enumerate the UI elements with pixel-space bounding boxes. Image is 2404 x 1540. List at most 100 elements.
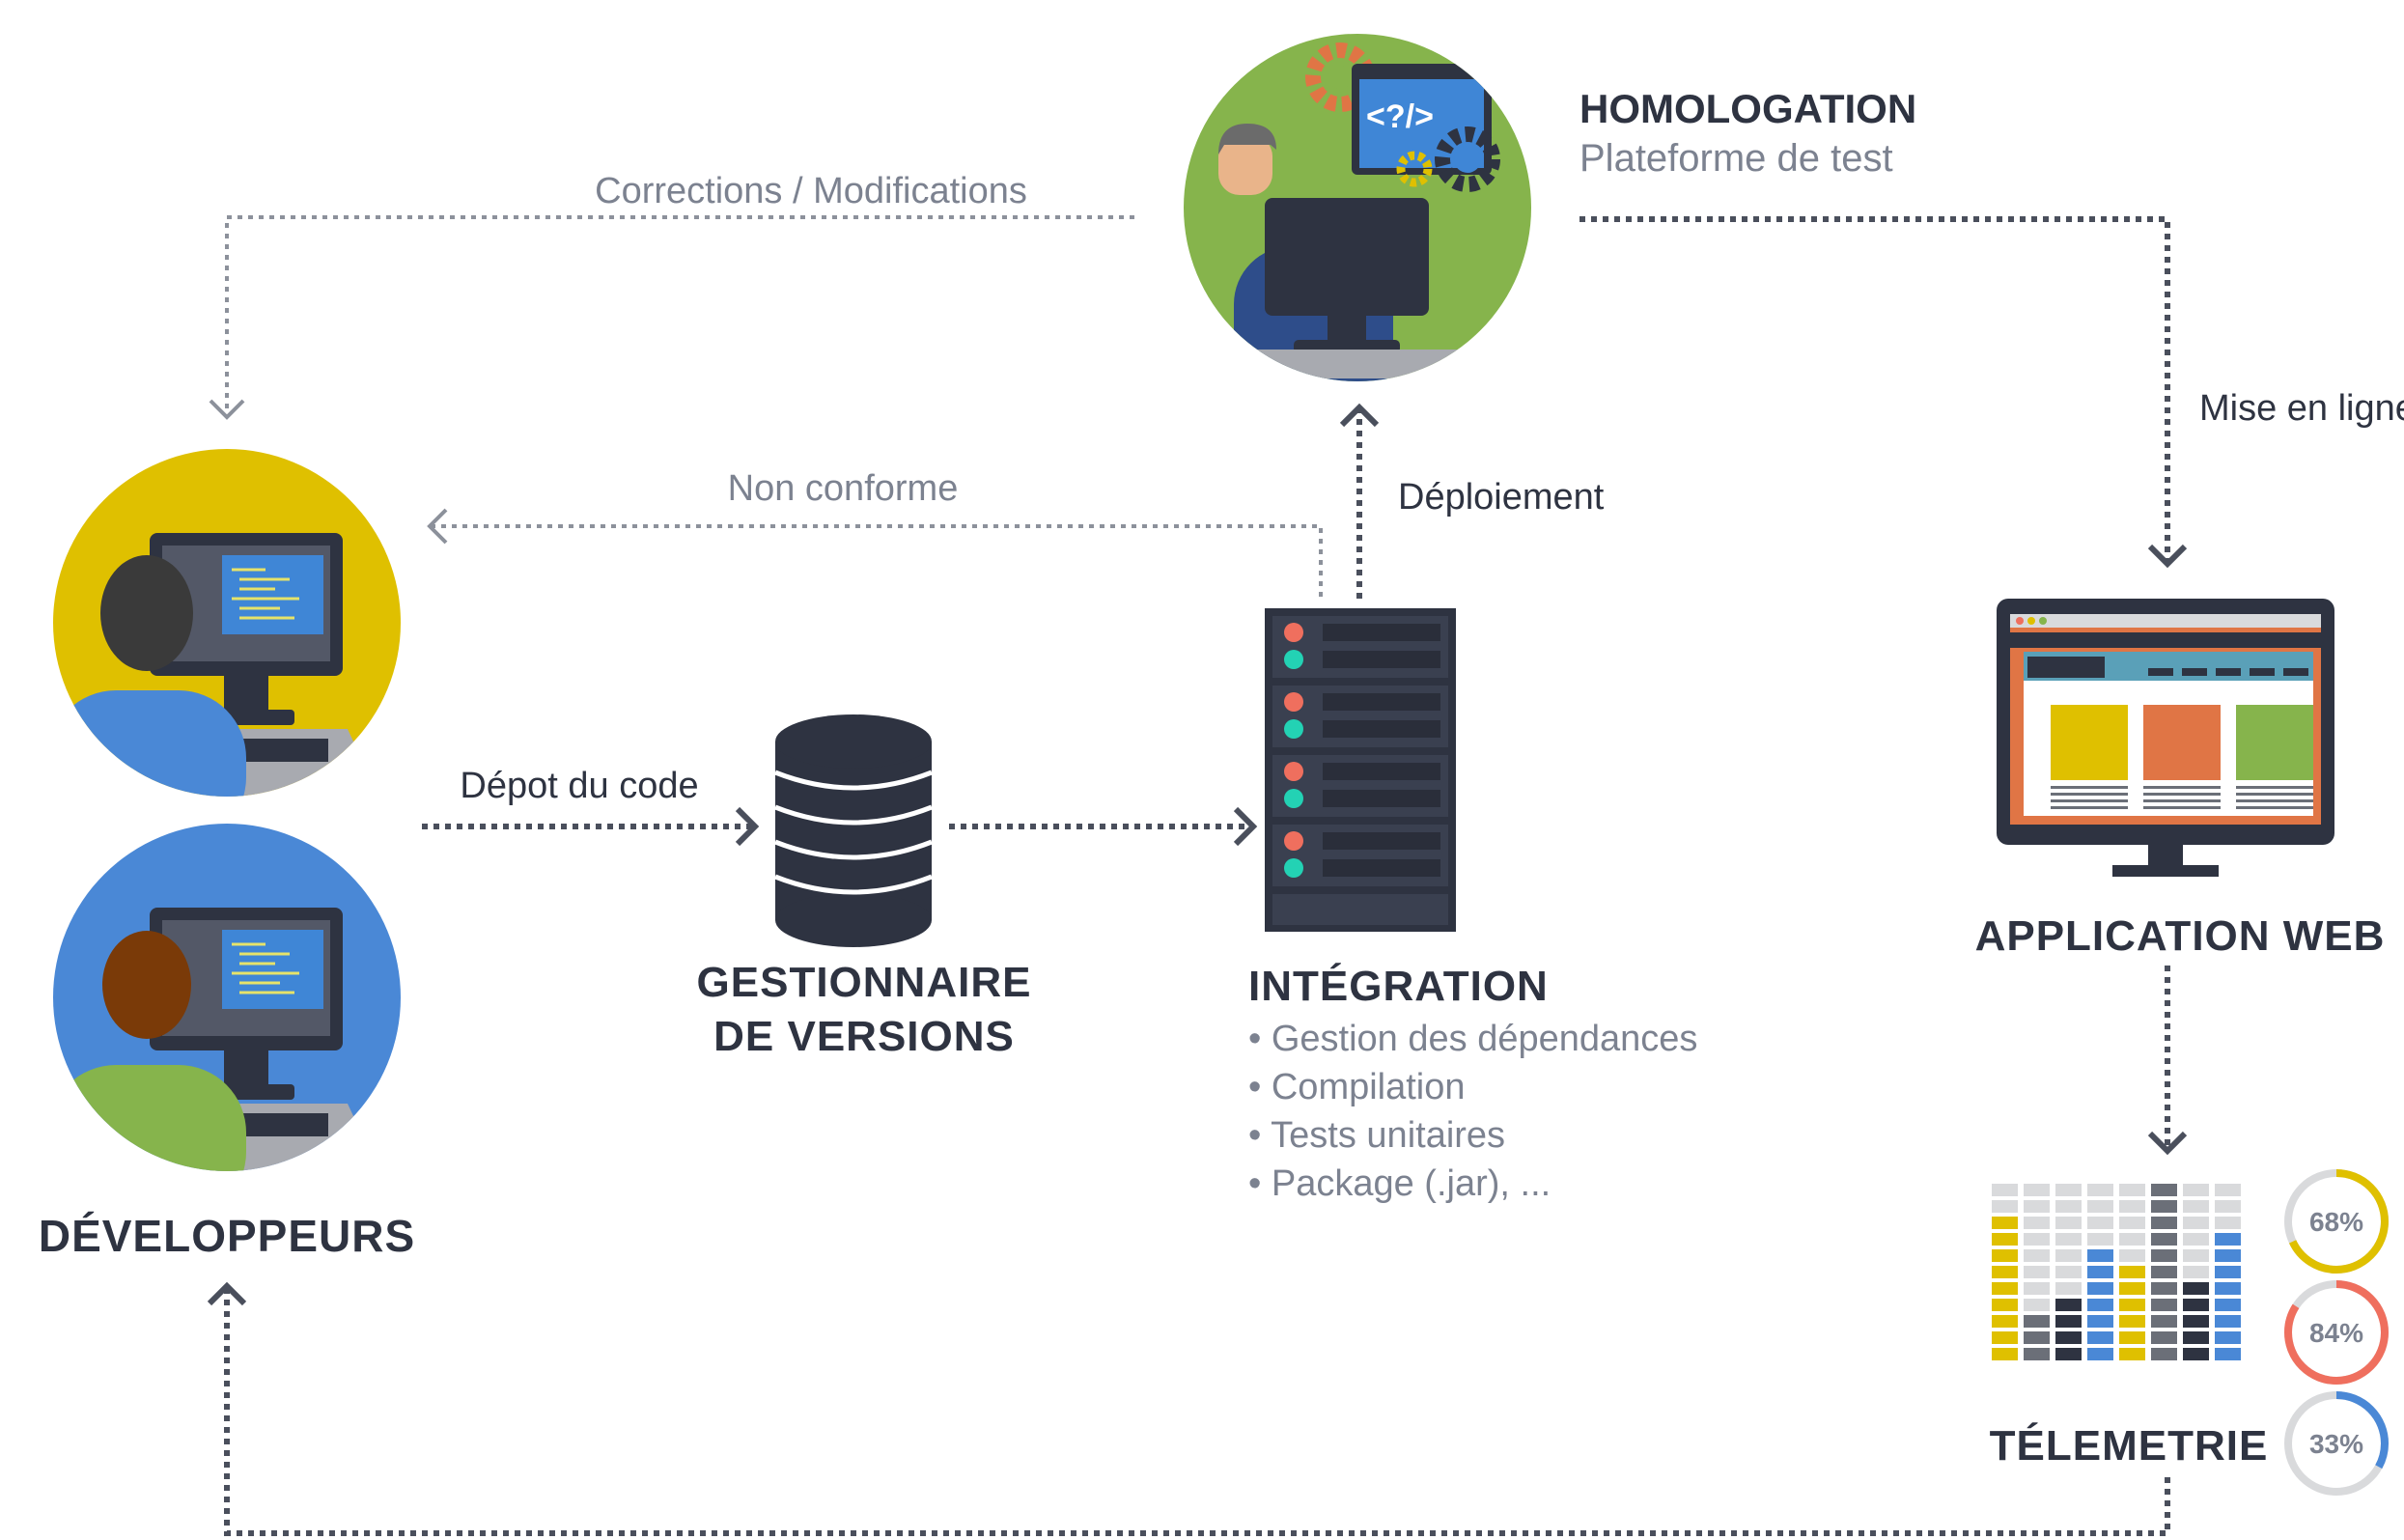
homologation-title: HOMOLOGATION bbox=[1579, 86, 1916, 131]
telemetry-cell bbox=[2087, 1315, 2113, 1328]
telemetry-cell bbox=[2055, 1315, 2082, 1328]
telemetry-cell bbox=[2151, 1299, 2177, 1311]
telemetry-cell bbox=[2183, 1299, 2209, 1311]
telemetry-cell bbox=[2119, 1184, 2145, 1196]
gauge-label: 84% bbox=[2309, 1318, 2363, 1348]
telemetry-cell bbox=[2024, 1299, 2050, 1311]
gauge-arc bbox=[2284, 1280, 2389, 1385]
telemetry-cell bbox=[1992, 1315, 2018, 1328]
telemetry-cell bbox=[1992, 1200, 2018, 1213]
telemetry-cell bbox=[2087, 1348, 2113, 1360]
edge-versions-integration bbox=[949, 806, 1258, 847]
telemetry-cell bbox=[2087, 1282, 2113, 1295]
telemetry-cell bbox=[2183, 1331, 2209, 1344]
edge-label-mise-en-ligne: Mise en ligne bbox=[2199, 388, 2404, 429]
telemetry-cell bbox=[2215, 1315, 2241, 1328]
telemetry-cell bbox=[2024, 1217, 2050, 1229]
telemetry-cell bbox=[2087, 1184, 2113, 1196]
telemetry-cell bbox=[2151, 1315, 2177, 1328]
telemetry-cell bbox=[2151, 1348, 2177, 1360]
telemetry-gauges: 68% 84% 33% bbox=[2284, 1169, 2389, 1496]
code-tag: <?/> bbox=[1366, 98, 1434, 135]
homologation-avatar: <?/> bbox=[1184, 34, 1531, 381]
edge-label-non-conforme: Non conforme bbox=[728, 468, 959, 509]
edge-webapp-telemetrie bbox=[2147, 966, 2188, 1156]
telemetry-cell bbox=[2024, 1331, 2050, 1344]
gauge-arc bbox=[2284, 1169, 2389, 1274]
versions-title-1: GESTIONNAIRE bbox=[697, 959, 1032, 1006]
telemetry-cell bbox=[2024, 1233, 2050, 1246]
integration-item: • Package (.jar), ... bbox=[1248, 1163, 1551, 1204]
gauge-label: 68% bbox=[2309, 1207, 2363, 1237]
integration-item: • Tests unitaires bbox=[1248, 1115, 1505, 1156]
telemetry-cell bbox=[2215, 1299, 2241, 1311]
edge-non-conforme bbox=[427, 508, 1323, 597]
telemetry-cell bbox=[2183, 1217, 2209, 1229]
telemetry-cell bbox=[1992, 1266, 2018, 1278]
telemetry-cell bbox=[2055, 1184, 2082, 1196]
telemetry-cell bbox=[2024, 1266, 2050, 1278]
telemetry-cell bbox=[2151, 1217, 2177, 1229]
telemetry-cell bbox=[2183, 1249, 2209, 1262]
telemetry-cell bbox=[2119, 1233, 2145, 1246]
telemetry-cell bbox=[2119, 1249, 2145, 1262]
edge-corrections bbox=[209, 215, 1134, 420]
gauge-arc bbox=[2284, 1391, 2389, 1496]
telemetry-cell bbox=[2151, 1282, 2177, 1295]
telemetry-cell bbox=[1992, 1217, 2018, 1229]
telemetrie-title: TÉLEMETRIE bbox=[1990, 1421, 2269, 1470]
telemetry-cell bbox=[1992, 1331, 2018, 1344]
telemetry-cell bbox=[1992, 1299, 2018, 1311]
integration-title: INTÉGRATION bbox=[1248, 962, 1549, 1010]
telemetry-cell bbox=[2215, 1249, 2241, 1262]
server-icon bbox=[1265, 608, 1456, 932]
edge-feedback bbox=[207, 1281, 2170, 1536]
telemetry-cell bbox=[2151, 1266, 2177, 1278]
telemetry-cell bbox=[2087, 1266, 2113, 1278]
telemetry-cell bbox=[2055, 1282, 2082, 1295]
telemetry-cell bbox=[2119, 1217, 2145, 1229]
gear-icon bbox=[1396, 126, 1500, 192]
telemetry-cell bbox=[2151, 1331, 2177, 1344]
telemetry-cell bbox=[2119, 1315, 2145, 1328]
telemetry-cell bbox=[2055, 1331, 2082, 1344]
edge-mise-en-ligne bbox=[1579, 216, 2188, 569]
edge-deploiement bbox=[1339, 403, 1380, 599]
telemetry-cell bbox=[2215, 1233, 2241, 1246]
developer-avatar-2 bbox=[53, 824, 401, 1171]
telemetry-cell bbox=[2055, 1348, 2082, 1360]
telemetry-cell bbox=[1992, 1348, 2018, 1360]
telemetry-cell bbox=[2087, 1299, 2113, 1311]
telemetry-cell bbox=[2119, 1331, 2145, 1344]
telemetry-cell bbox=[2215, 1184, 2241, 1196]
telemetry-cell bbox=[1992, 1249, 2018, 1262]
telemetry-cell bbox=[2183, 1233, 2209, 1246]
telemetry-cell bbox=[2119, 1348, 2145, 1360]
telemetry-cell bbox=[2055, 1233, 2082, 1246]
telemetry-cell bbox=[2215, 1331, 2241, 1344]
telemetry-cell bbox=[2215, 1200, 2241, 1213]
versions-title-2: DE VERSIONS bbox=[713, 1013, 1015, 1060]
telemetry-cell bbox=[2215, 1282, 2241, 1295]
telemetry-cell bbox=[2024, 1315, 2050, 1328]
monitor-icon bbox=[1997, 599, 2334, 877]
telemetry-cell bbox=[2087, 1200, 2113, 1213]
telemetry-cell bbox=[2151, 1200, 2177, 1213]
telemetry-cell bbox=[2119, 1282, 2145, 1295]
telemetry-cell bbox=[2087, 1233, 2113, 1246]
gauge-label: 33% bbox=[2309, 1429, 2363, 1459]
telemetry-cell bbox=[2055, 1217, 2082, 1229]
telemetry-cell bbox=[2119, 1266, 2145, 1278]
homologation-subtitle: Plateforme de test bbox=[1579, 137, 1893, 180]
telemetry-cell bbox=[2024, 1249, 2050, 1262]
telemetry-cell bbox=[2087, 1249, 2113, 1262]
telemetry-cell bbox=[2024, 1184, 2050, 1196]
telemetry-cell bbox=[2119, 1299, 2145, 1311]
telemetry-cell bbox=[2183, 1315, 2209, 1328]
telemetry-cell bbox=[2055, 1249, 2082, 1262]
developpeurs-title: DÉVELOPPEURS bbox=[39, 1211, 415, 1261]
telemetry-cell bbox=[1992, 1282, 2018, 1295]
telemetry-cell bbox=[1992, 1184, 2018, 1196]
telemetry-cell bbox=[2055, 1299, 2082, 1311]
